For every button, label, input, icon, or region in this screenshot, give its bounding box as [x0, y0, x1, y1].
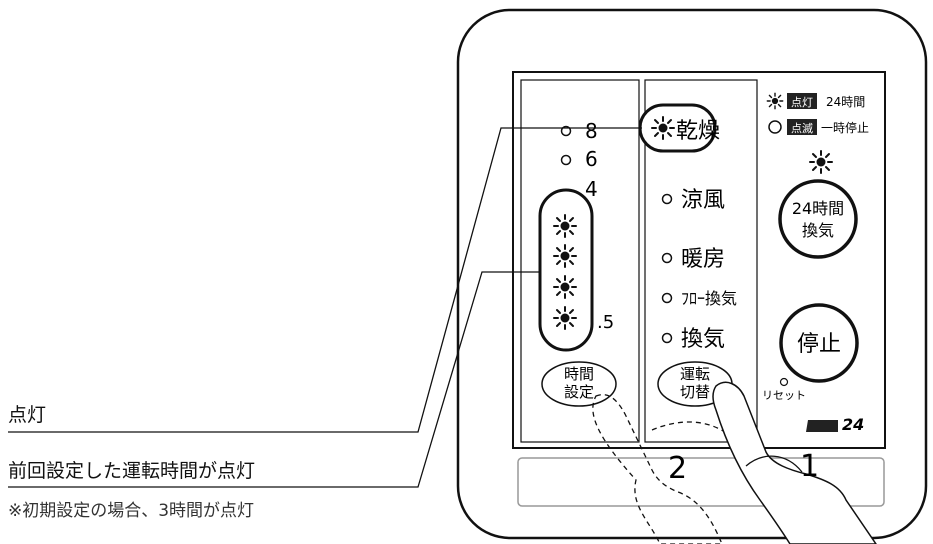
mode-cool-label: 涼風	[681, 188, 725, 213]
time-lamp-1-icon	[553, 214, 577, 238]
hand-step2-knuckles	[651, 421, 736, 441]
mode-cool-dot	[661, 193, 673, 205]
hand-step1-icon	[712, 381, 877, 544]
legend-blink-badge-text: 点滅	[791, 122, 813, 135]
vent24-line2: 換気	[802, 221, 834, 240]
level-8-dot	[560, 125, 572, 137]
mode-vent-dot	[661, 332, 673, 344]
legend-blink-text: 一時停止	[821, 120, 869, 135]
level-6-label: 6	[585, 147, 598, 171]
mode-heat-label: 暖房	[681, 247, 725, 272]
callout-previous-time-line	[8, 271, 540, 488]
stop-button[interactable]	[779, 303, 859, 383]
callout-initial-note: ※初期設定の場合、3時間が点灯	[8, 501, 255, 521]
level-half-label: .5	[597, 312, 614, 333]
time-lamp-3-icon	[553, 275, 577, 299]
callout-lit-line	[8, 127, 642, 433]
level-4-label: 4	[585, 177, 598, 201]
mode-blow-dot	[661, 292, 673, 304]
brand-suffix: 24	[842, 415, 864, 434]
callout-previous-time-text: 前回設定した運転時間が点灯	[8, 460, 256, 482]
legend-on-badge	[787, 93, 817, 109]
vent24-button[interactable]	[778, 179, 858, 259]
vent24-lamp-icon	[809, 150, 833, 174]
legend-on-icon	[766, 92, 784, 110]
step2-number: 2	[668, 451, 687, 486]
time-button-line1: 時間	[564, 365, 594, 383]
reset-hole[interactable]	[779, 377, 789, 387]
level-8-label: 8	[585, 119, 598, 143]
stop-label: 停止	[797, 332, 841, 357]
mode-button-line2: 切替	[680, 383, 710, 401]
lit-highlight	[538, 188, 594, 352]
hand-step2-icon	[592, 393, 723, 544]
brand-logo	[806, 420, 838, 432]
level-6-dot	[560, 154, 572, 166]
step1-number: 1	[800, 449, 819, 484]
mode-blow-label: ﾌﾛｰ換気	[681, 289, 737, 308]
mode-button-line1: 運転	[680, 365, 710, 383]
legend-blink-icon	[768, 120, 782, 134]
vent24-line1: 24時間	[792, 199, 844, 218]
legend-on-text: 24時間	[826, 95, 865, 109]
time-lamp-2-icon	[553, 244, 577, 268]
callout-lit-text: 点灯	[8, 404, 47, 426]
time-button-line2: 設定	[564, 383, 594, 401]
legend-blink-badge	[787, 119, 817, 135]
mode-vent-label: 換気	[681, 327, 725, 352]
hand-step1-knuckles	[745, 455, 803, 473]
legend-on-badge-text: 点灯	[791, 96, 813, 109]
mode-dry-label: 乾燥	[676, 119, 720, 144]
mode-heat-dot	[661, 252, 673, 264]
reset-label: リセット	[762, 389, 806, 402]
dry-lamp-icon	[651, 116, 675, 140]
time-lamp-4-icon	[553, 306, 577, 330]
